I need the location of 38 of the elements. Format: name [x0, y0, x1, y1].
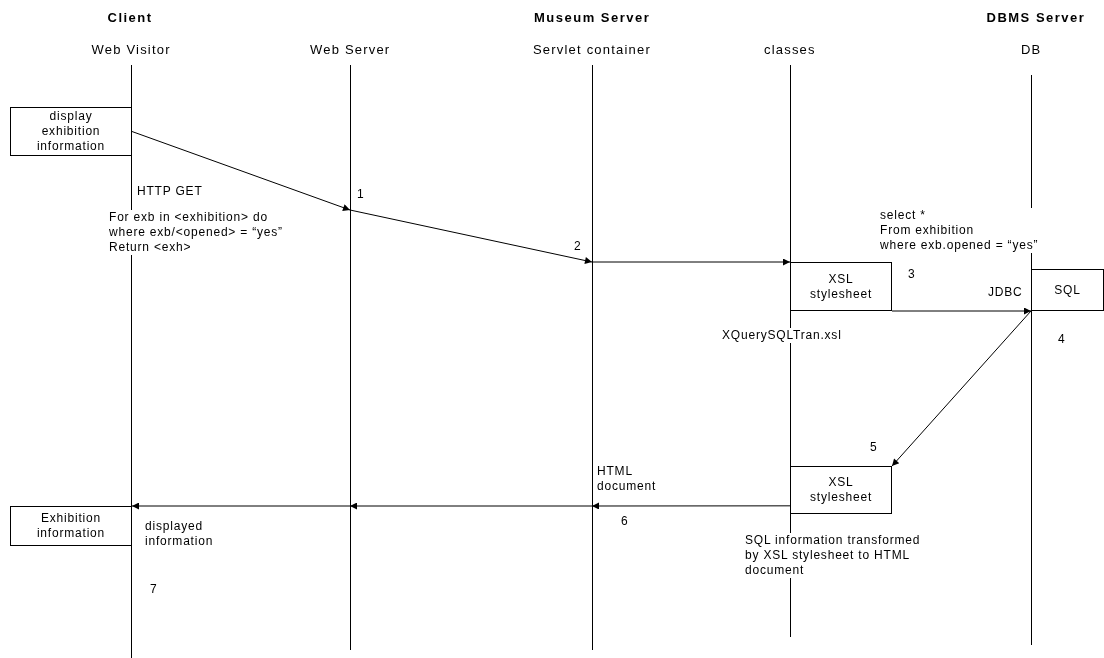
arrow — [131, 131, 351, 211]
activity-box: display exhibition information — [10, 107, 132, 156]
step-number: 1 — [357, 187, 365, 202]
step-number: 6 — [621, 514, 629, 529]
message-label: displayed information — [145, 519, 214, 549]
arrow — [349, 502, 593, 510]
arrow — [131, 502, 351, 510]
participant-name: DB — [1021, 42, 1042, 57]
message-label: JDBC — [988, 285, 1023, 300]
group-title: DBMS Server — [986, 10, 1086, 25]
arrow — [891, 307, 1032, 315]
step-number: 5 — [870, 440, 878, 455]
group-title: Client — [107, 10, 153, 25]
participant-name: Web Visitor — [91, 42, 171, 57]
participant-name: Web Server — [310, 42, 391, 57]
message-label: HTTP GET — [137, 184, 203, 199]
stylesheet-box: XSL stylesheet — [790, 262, 892, 311]
arrow — [591, 502, 791, 510]
step-number: 3 — [908, 267, 916, 282]
stylesheet-box: XSL stylesheet — [790, 466, 892, 514]
step-number: 2 — [574, 239, 582, 254]
arrow — [349, 209, 593, 264]
participant-name: Servlet container — [533, 42, 651, 57]
lifeline — [592, 65, 593, 650]
step-number: 7 — [150, 582, 158, 597]
result-box: Exhibition information — [10, 506, 132, 546]
arrow — [891, 310, 1032, 467]
query-note: select * From exhibition where exb.opened = “yes” — [880, 208, 1039, 253]
message-label: HTML document — [597, 464, 657, 494]
arrow — [591, 258, 791, 266]
participant-name: classes — [764, 42, 816, 57]
file-name: XQuerySQLTran.xsl — [722, 328, 842, 343]
note: SQL information transformed by XSL stylesheet to HTML document — [745, 533, 921, 578]
lifeline — [350, 65, 351, 650]
group-title: Museum Server — [534, 10, 651, 25]
query-note: For exb in <exhibition> do where exb/<opened> = “yes” Return <exh> — [109, 210, 283, 255]
step-number: 4 — [1058, 332, 1066, 347]
sql-box: SQL — [1031, 269, 1104, 311]
